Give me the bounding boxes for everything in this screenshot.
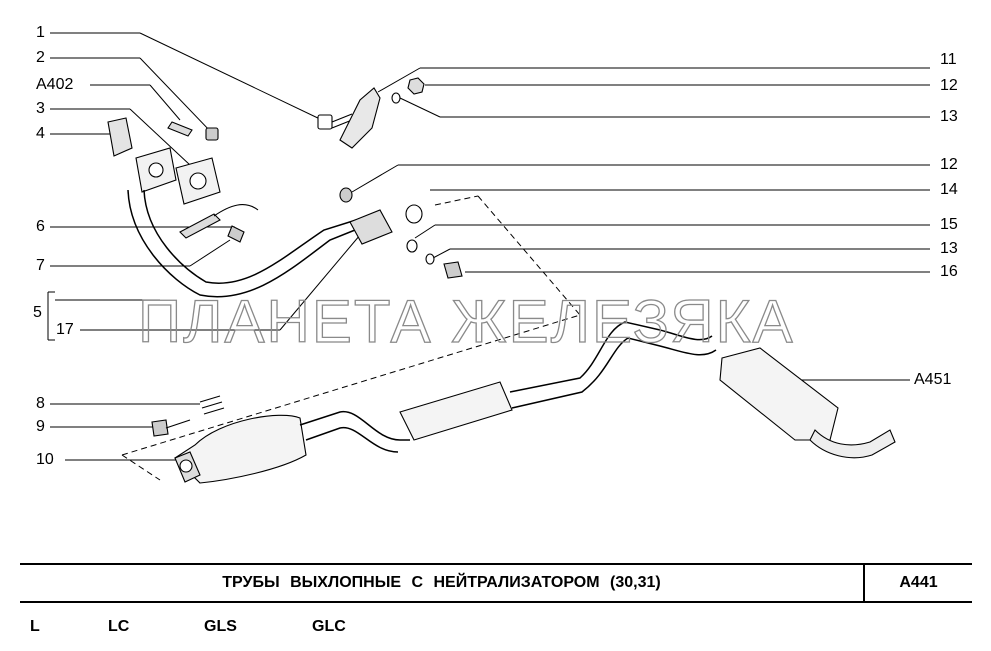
rear-pipe	[509, 321, 717, 409]
resonator	[399, 381, 513, 441]
diagram-code: А441	[899, 574, 938, 591]
variant-glc: GLC	[312, 618, 346, 635]
leader-13b	[432, 248, 451, 259]
bolt-16	[443, 261, 463, 279]
nut-12a	[407, 77, 425, 95]
callout-7: 7	[36, 257, 45, 274]
callout-13b: 13	[940, 240, 958, 257]
callout-a402: A402	[36, 76, 74, 93]
ring-14	[405, 204, 423, 224]
flange-15	[349, 209, 393, 245]
stud-2	[167, 121, 219, 141]
washer-13a	[391, 92, 401, 104]
callout-2: 2	[36, 49, 45, 66]
callout-6: 6	[36, 218, 45, 235]
callout-1: 1	[36, 24, 45, 41]
page-title: ТРУБЫ ВЫХЛОПНЫЕ С НЕЙТРАЛИЗАТОРОМ (30,31…	[222, 574, 661, 591]
callout-15: 15	[940, 216, 958, 233]
callout-17: 17	[56, 321, 74, 338]
leader-15	[414, 224, 436, 239]
leader-13a	[399, 97, 441, 118]
oxygen-sensor-6	[179, 213, 221, 239]
variant-l: L	[30, 618, 40, 635]
callout-5: 5	[33, 304, 42, 321]
callout-9: 9	[36, 418, 45, 435]
converter-10	[174, 414, 307, 484]
callout-12b: 12	[940, 156, 958, 173]
callout-12a: 12	[940, 77, 958, 94]
muffler-a451	[719, 347, 839, 441]
variant-gls: GLS	[204, 618, 237, 635]
intermediate-pipe	[299, 411, 410, 453]
title-bar: ТРУБЫ ВЫХЛОПНЫЕ С НЕЙТРАЛИЗАТОРОМ (30,31…	[20, 563, 972, 603]
callout-a451: A451	[914, 371, 952, 388]
watermark: ПЛАНЕТА ЖЕЛЕЗЯКА	[138, 288, 795, 355]
callout-8: 8	[36, 395, 45, 412]
leader-11	[377, 67, 421, 93]
exhaust-parts-diagram: ПЛАНЕТА ЖЕЛЕЗЯКА	[47, 32, 930, 484]
callout-11: 11	[940, 51, 957, 68]
bolt-9	[151, 419, 169, 437]
spring-8	[199, 395, 225, 415]
front-pipe-17	[127, 189, 361, 298]
callout-14: 14	[940, 181, 958, 198]
callout-10: 10	[36, 451, 54, 468]
bracket-11	[339, 87, 381, 149]
bolt-1	[317, 113, 353, 130]
clip-7	[227, 225, 245, 243]
title-divider	[863, 565, 865, 601]
variant-lc: LC	[108, 618, 130, 635]
leader-12b	[351, 164, 399, 193]
callout-4: 4	[36, 125, 45, 142]
callout-16: 16	[940, 263, 958, 280]
callout-3: 3	[36, 100, 45, 117]
clamp-4	[107, 117, 133, 157]
callout-13a: 13	[940, 108, 958, 125]
